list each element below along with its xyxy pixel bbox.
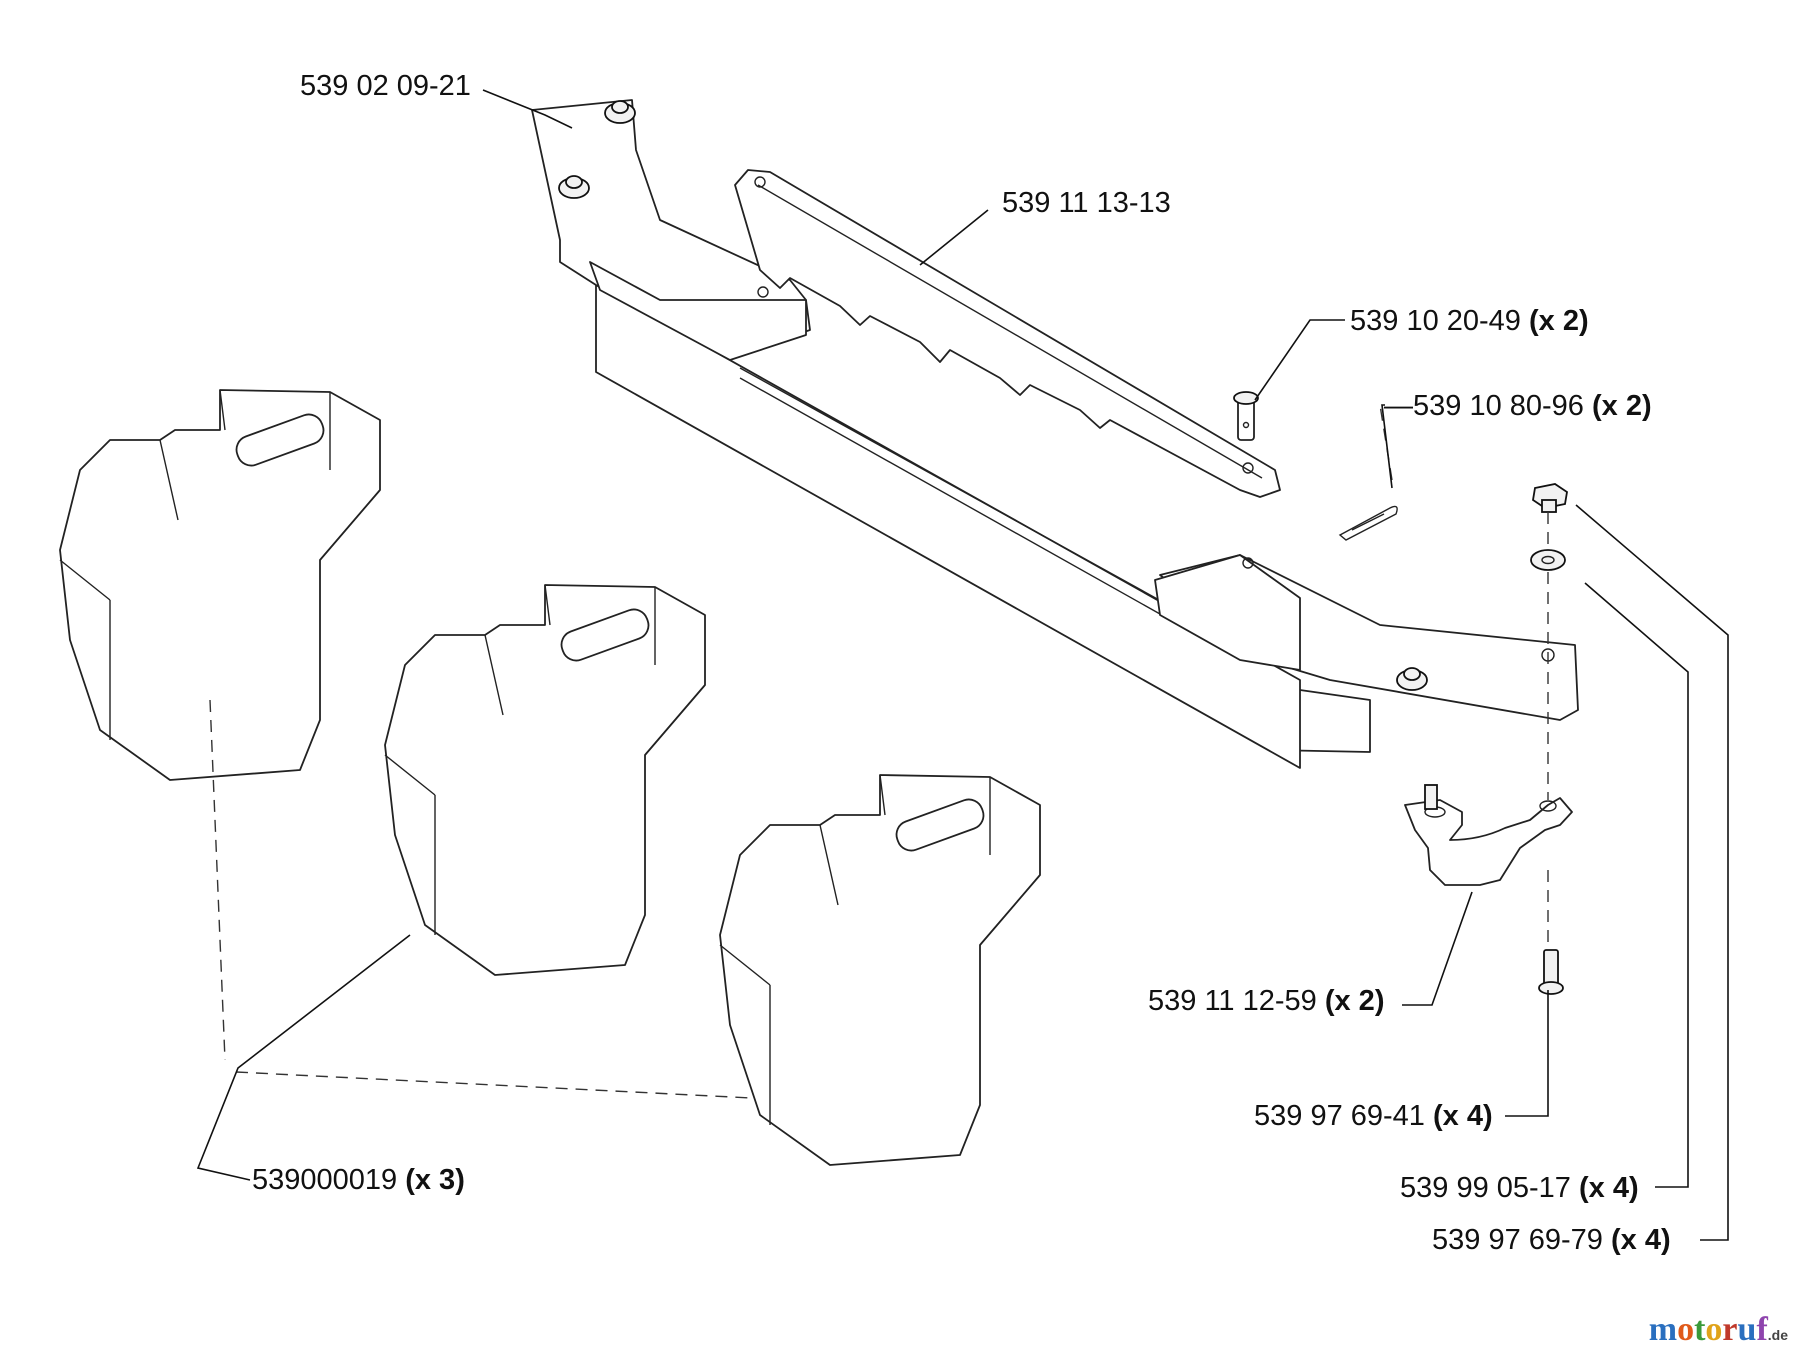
notched-rail [734, 169, 1281, 498]
brand-wordmark: motoruf [1649, 1311, 1768, 1348]
left-ramp-tab [589, 261, 807, 361]
label-539-99-05-17: 539 99 05-17 (x 4) [1400, 1172, 1639, 1204]
suitcase-weight-3 [719, 774, 1041, 1166]
leader-lines [196, 89, 1729, 1241]
label-539000019: 539000019 (x 3) [252, 1164, 465, 1196]
clevis-pin [1233, 391, 1259, 441]
weight-bracket-assembly [531, 99, 1579, 769]
carriage-bolt [1538, 949, 1564, 995]
carrier-front-face [595, 284, 1301, 769]
label-539-11-12-59: 539 11 12-59 (x 2) [1148, 985, 1385, 1017]
label-539-10-80-96: —539 10 80-96 (x 2) [1384, 390, 1652, 422]
brand-letter: t [1694, 1311, 1706, 1348]
hex-bolt [1532, 483, 1568, 513]
flat-washer [1530, 549, 1566, 571]
left-mount-plate [531, 99, 811, 356]
right-ramp-tab [1154, 554, 1301, 671]
label-539-10-20-49: 539 10 20-49 (x 2) [1350, 305, 1589, 337]
plate-bolt-top [604, 100, 636, 124]
label-539-02-09-21: 539 02 09-21 [300, 70, 471, 102]
brand-suffix: .de [1767, 1327, 1788, 1343]
plate-bolt-mid [558, 175, 590, 199]
label-539-97-69-79: 539 97 69-79 (x 4) [1432, 1224, 1671, 1256]
brand-letter: o [1705, 1311, 1723, 1348]
label-539-97-69-41: 539 97 69-41 (x 4) [1254, 1100, 1493, 1132]
brand-letter: r [1722, 1311, 1738, 1348]
brand-letter: m [1648, 1311, 1678, 1348]
plate-bolt-right [1396, 667, 1428, 691]
suitcase-weight-1 [59, 389, 381, 781]
brand-letter: f [1756, 1311, 1768, 1348]
brand-letter: o [1677, 1311, 1695, 1348]
motoruf-watermark: motoruf.de [1649, 1311, 1788, 1349]
suitcase-weight-2 [384, 584, 706, 976]
brand-letter: u [1737, 1311, 1757, 1348]
hairpin-clip [1338, 505, 1398, 541]
label-539-11-13-13: 539 11 13-13 [1002, 187, 1171, 219]
locking-bracket [1404, 784, 1573, 886]
